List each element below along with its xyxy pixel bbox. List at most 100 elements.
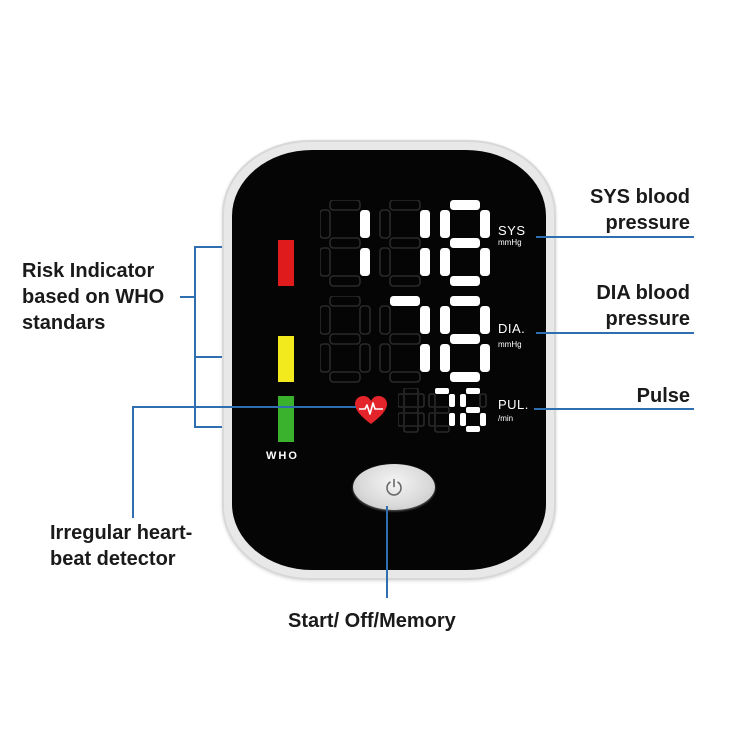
leader-irregular-v	[132, 406, 134, 518]
sys-reading: 118	[320, 200, 494, 288]
segment-pul-1-c	[449, 413, 455, 426]
power-button[interactable]	[353, 464, 435, 510]
leader-pulse	[534, 408, 694, 410]
segment-pul-0-g	[403, 406, 419, 414]
leader-risk-v	[194, 246, 196, 428]
leader-start	[386, 506, 388, 598]
dia-unit-mmhg: mmHg	[498, 340, 522, 349]
segment-sys-1-a	[389, 200, 421, 211]
leader-risk-tick3	[194, 426, 222, 428]
segment-dia-0-g	[329, 333, 361, 345]
segment-sys-2-f	[440, 210, 450, 238]
segment-sys-2-c	[480, 248, 490, 276]
label-sys: SYS blood pressure	[590, 186, 690, 234]
segment-dia-2-d	[450, 372, 480, 382]
label-dia: DIA blood pressure	[596, 282, 690, 330]
sys-unit: SYS mmHg	[498, 224, 526, 248]
label-irregular: Irregular heart- beat detector	[50, 522, 193, 570]
segment-dia-2-a	[450, 296, 480, 306]
dia-unit-label: DIA.	[498, 321, 526, 336]
segment-sys-0-c	[360, 248, 370, 276]
sys-unit-label: SYS	[498, 223, 526, 238]
lcd-screen: WHO 118 78 76 SYS mmHg DIA. mmHg PUL. /m…	[232, 150, 546, 570]
segment-sys-1-d	[389, 275, 421, 287]
segment-sys-0-b	[360, 210, 370, 238]
segment-sys-2-d	[450, 276, 480, 286]
leader-dia	[536, 332, 694, 334]
risk-bar-mid	[278, 336, 294, 382]
segment-pul-0-c	[417, 412, 425, 427]
segment-pul-2-a	[466, 388, 480, 394]
segment-dia-1-d	[389, 371, 421, 383]
risk-bar-low	[278, 396, 294, 442]
segment-pul-0-f	[398, 393, 405, 408]
leader-sys	[536, 236, 694, 238]
segment-dia-1-b	[420, 306, 430, 334]
segment-dia-0-f	[320, 305, 331, 335]
pul-unit: PUL. /min	[498, 398, 529, 424]
segment-dia-1-f	[379, 305, 391, 335]
label-start: Start/ Off/Memory	[288, 610, 456, 632]
blood-pressure-monitor: WHO 118 78 76 SYS mmHg DIA. mmHg PUL. /m…	[222, 140, 556, 580]
segment-dia-0-d	[329, 371, 361, 383]
segment-pul-2-f	[460, 394, 466, 407]
leader-risk-tick2	[194, 356, 222, 358]
who-label: WHO	[266, 450, 299, 462]
segment-pul-2-c	[480, 413, 486, 426]
dia-reading: 78	[320, 296, 494, 384]
segment-pul-2-g	[466, 407, 480, 413]
segment-sys-1-e	[379, 247, 391, 277]
segment-dia-0-c	[359, 343, 371, 373]
segment-sys-2-a	[450, 200, 480, 210]
sys-unit-mmhg: mmHg	[498, 238, 522, 247]
segment-sys-1-g	[389, 237, 421, 249]
segment-dia-2-e	[440, 344, 450, 372]
leader-risk-tick1	[194, 246, 222, 248]
pul-unit-label: PUL.	[498, 397, 529, 412]
segment-sys-0-f	[320, 209, 331, 239]
leader-irregular-h	[132, 406, 356, 408]
pul-unit-min: /min	[498, 414, 514, 423]
segment-pul-1-b	[449, 394, 455, 407]
segment-pul-1-e	[428, 412, 436, 427]
segment-sys-1-f	[379, 209, 391, 239]
segment-sys-1-b	[420, 210, 430, 238]
risk-bar-high	[278, 240, 294, 286]
label-risk: Risk Indicator based on WHO standars	[22, 260, 165, 334]
segment-pul-0-a	[403, 388, 419, 395]
segment-sys-2-e	[440, 248, 450, 276]
segment-pul-2-d	[466, 426, 480, 432]
segment-dia-1-a	[390, 296, 420, 306]
segment-dia-0-a	[329, 296, 361, 307]
segment-dia-2-c	[480, 344, 490, 372]
segment-sys-1-c	[420, 248, 430, 276]
pulse-reading: 76	[398, 388, 494, 434]
heart-pulse-icon	[354, 396, 388, 431]
segment-pul-1-f	[428, 393, 436, 408]
segment-pul-2-b	[479, 393, 487, 408]
segment-pul-1-g	[434, 406, 450, 414]
segment-dia-0-b	[359, 305, 371, 335]
segment-dia-2-g	[450, 334, 480, 344]
segment-dia-1-g	[389, 333, 421, 345]
segment-dia-1-e	[379, 343, 391, 373]
power-icon	[386, 478, 402, 496]
segment-sys-2-g	[450, 238, 480, 248]
leader-risk-h	[180, 296, 194, 298]
segment-dia-2-f	[440, 306, 450, 334]
segment-sys-0-g	[329, 237, 361, 249]
segment-pul-1-d	[434, 425, 450, 433]
segment-dia-0-e	[320, 343, 331, 373]
segment-pul-0-e	[398, 412, 405, 427]
label-pulse: Pulse	[636, 385, 690, 407]
segment-sys-2-b	[480, 210, 490, 238]
segment-pul-2-e	[460, 413, 466, 426]
dia-unit: DIA. mmHg	[498, 322, 525, 350]
segment-dia-1-c	[420, 344, 430, 372]
segment-sys-0-d	[329, 275, 361, 287]
segment-pul-0-b	[417, 393, 425, 408]
segment-pul-0-d	[403, 425, 419, 433]
segment-sys-0-a	[329, 200, 361, 211]
segment-dia-2-b	[480, 306, 490, 334]
segment-sys-0-e	[320, 247, 331, 277]
